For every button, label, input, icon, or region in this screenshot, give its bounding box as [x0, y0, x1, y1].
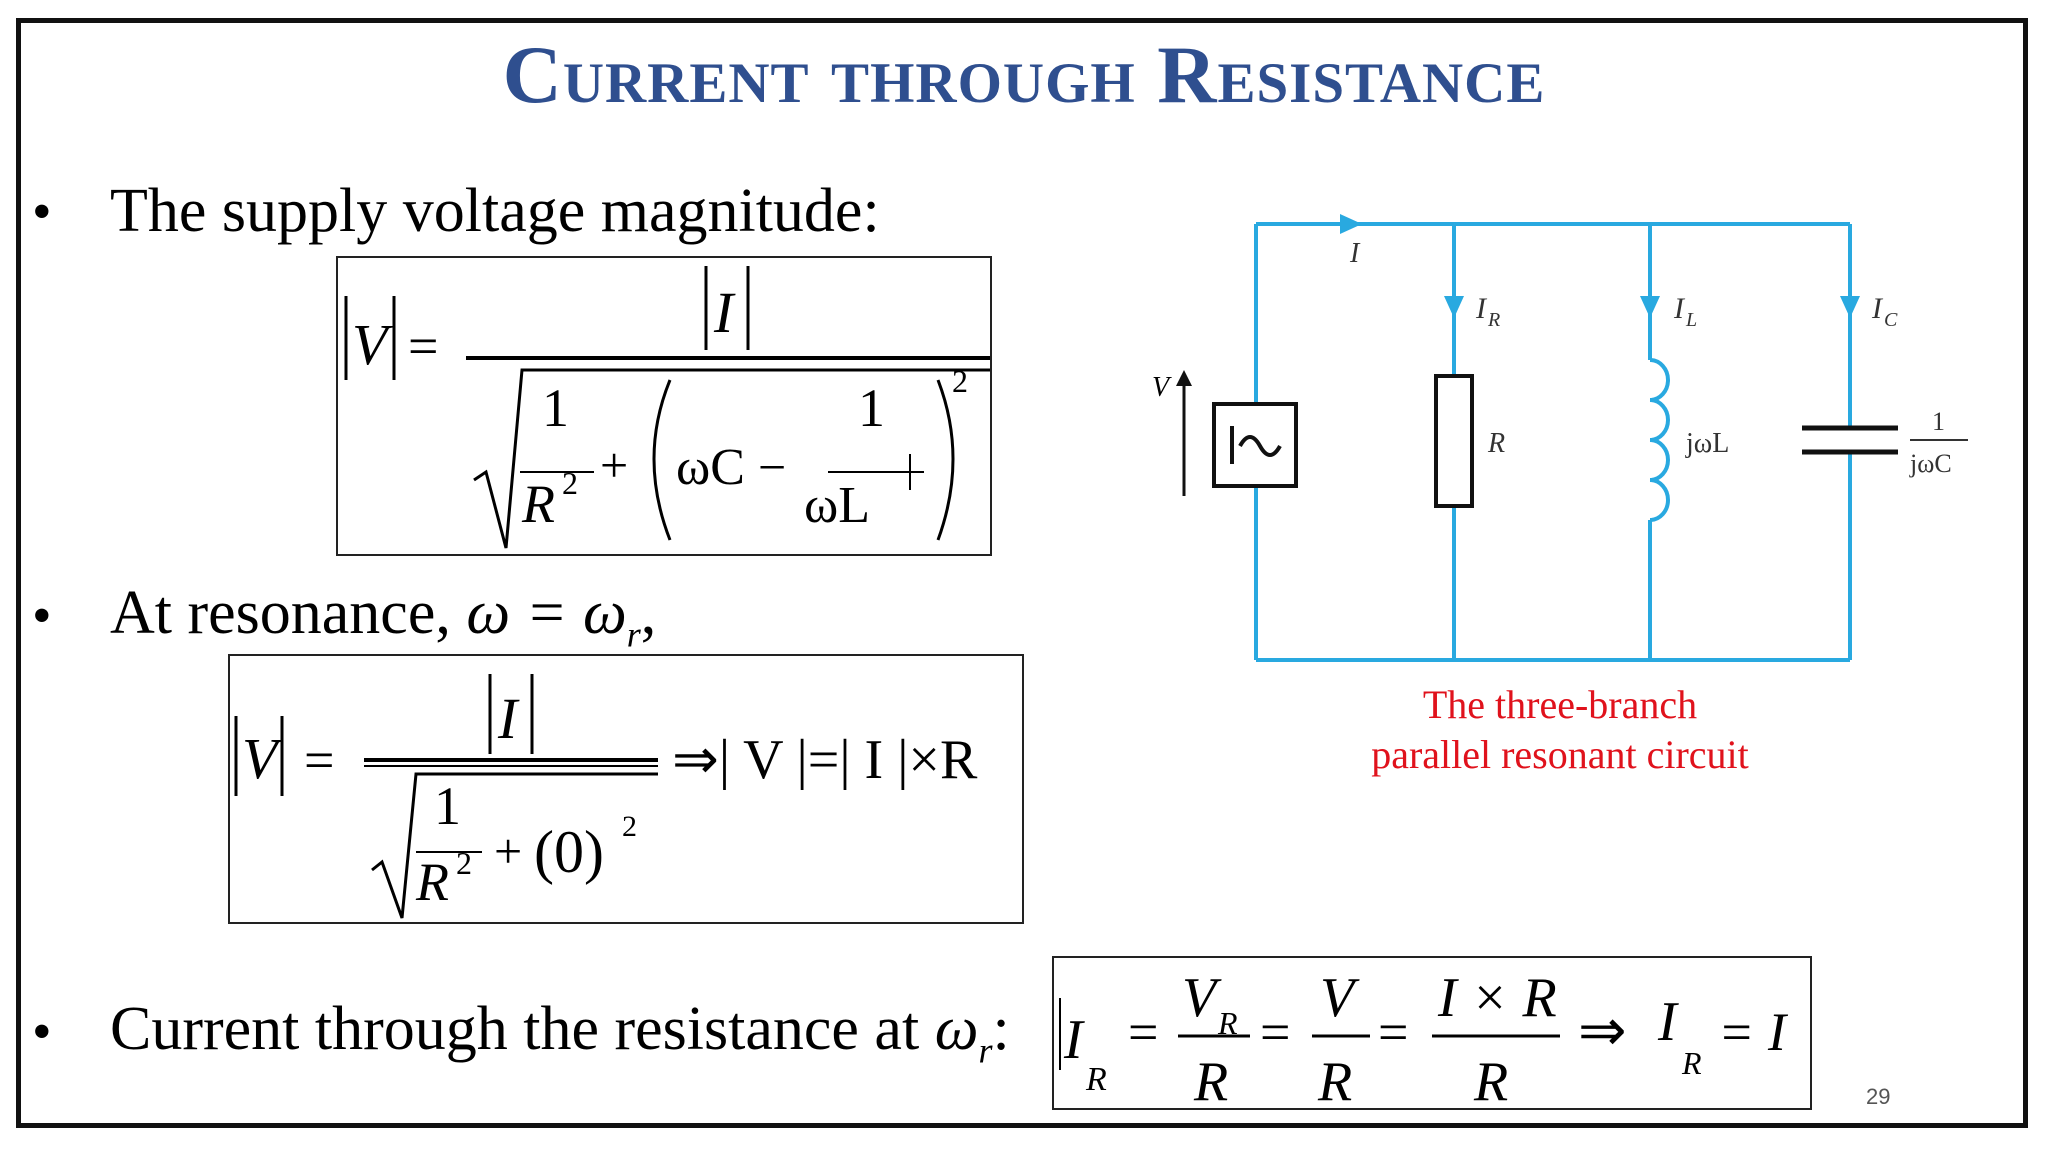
- eq2-squared: 2: [622, 810, 637, 843]
- label-ir-sub: R: [1487, 309, 1500, 331]
- label-r: R: [1487, 428, 1505, 459]
- bullet-3-text: Current through the resistance at ωr:: [110, 998, 1010, 1068]
- label-il-sub: L: [1685, 309, 1697, 331]
- bullet-2-text: At resonance, ω = ωr,: [110, 582, 656, 652]
- bullet-3-math: ω: [934, 995, 979, 1063]
- eq3-den-1: R: [1193, 1051, 1228, 1112]
- inductor-icon: [1649, 358, 1670, 522]
- eq3-r-sub-2: R: [1681, 1045, 1702, 1081]
- equation-2-svg: V = I 1 R 2 + (0) 2 ⇒| V |=| I |×R: [234, 674, 978, 919]
- eq2-r2-exp: 2: [456, 845, 472, 881]
- eq1-minus: −: [758, 439, 786, 495]
- eq3-eq-end: = I: [1718, 1002, 1789, 1062]
- eq3-v: V: [1320, 967, 1360, 1029]
- eq1-equals: =: [408, 316, 438, 376]
- eq3-vr-sub: R: [1217, 1005, 1238, 1041]
- equation-box-resonance: V = I 1 R 2 + (0) 2 ⇒| V |=| I |×R: [228, 654, 1024, 924]
- eq2-lhs: V: [242, 726, 284, 791]
- slide-title: Current through Resistance: [502, 29, 1546, 120]
- eq1-lhs: V: [352, 312, 394, 377]
- eq2-equals: =: [304, 730, 334, 790]
- label-ir: I: [1475, 292, 1488, 325]
- eq2-result: ⇒| V |=| I |×R: [672, 729, 978, 791]
- bullet-2-suffix: ,: [640, 579, 657, 647]
- eq1-r2-base: R: [521, 474, 555, 534]
- eq1-r2-exp: 2: [562, 465, 578, 501]
- label-ic: I: [1871, 292, 1884, 325]
- eq3-i: I: [1063, 1009, 1085, 1071]
- eq1-one-a: 1: [542, 378, 569, 438]
- eq1-omega-c: ωC: [676, 439, 745, 496]
- bullet-dot-3: •: [32, 1001, 52, 1063]
- current-arrows: [1340, 214, 1860, 318]
- slide-frame: [16, 18, 2028, 1128]
- bullet-3-suffix: :: [992, 995, 1010, 1063]
- label-v: V: [1152, 372, 1172, 403]
- resistor-icon: [1434, 374, 1474, 508]
- eq2-plus: +: [494, 823, 522, 879]
- eq3-vr-v: V: [1182, 967, 1222, 1029]
- bullet-3-prefix: Current through the resistance at: [110, 995, 935, 1063]
- eq3-r-sub: R: [1085, 1061, 1107, 1098]
- bullet-dot-1: •: [32, 181, 52, 243]
- eq3-eq-2: =: [1260, 1002, 1290, 1062]
- equation-3-svg: I R = V R R = V R = I × R R ⇒ I R = I: [1059, 967, 1789, 1112]
- eq1-squared: 2: [952, 363, 968, 399]
- eq3-ir: I × R: [1437, 967, 1557, 1029]
- label-jwl: jωL: [1685, 428, 1729, 459]
- eq3-eq-3: =: [1378, 1002, 1408, 1062]
- page-number: 29: [1866, 1084, 1891, 1109]
- bullet-2-math: ω = ω: [466, 579, 627, 647]
- eq1-numerator: I: [713, 280, 736, 345]
- label-ic-sub: C: [1884, 309, 1898, 331]
- bullet-2-prefix: At resonance,: [110, 579, 467, 647]
- circuit-caption-line-1: The three-branch: [1422, 682, 1698, 727]
- eq3-arrow: ⇒: [1578, 998, 1627, 1063]
- label-il: I: [1673, 292, 1686, 325]
- circuit-wires: [1254, 222, 1852, 662]
- eq1-omega-l: ωL: [804, 477, 870, 534]
- ac-source-icon: [1212, 402, 1298, 488]
- parallel-resonant-circuit-diagram: V I I R I L I C R jωL 1 jωC: [1152, 214, 1968, 662]
- capacitor-icon: [1802, 425, 1898, 455]
- label-cap-num: 1: [1932, 407, 1945, 436]
- eq3-i-2: I: [1657, 991, 1679, 1053]
- bullet-2-sub: r: [626, 614, 641, 655]
- circuit-caption-line-2: parallel resonant circuit: [1371, 732, 1749, 777]
- eq3-eq-1: =: [1128, 1002, 1158, 1062]
- equation-1-svg: V = I 1 R 2 + ωC − 1 ωL 2: [344, 266, 990, 549]
- eq3-den-2: R: [1317, 1051, 1352, 1112]
- eq3-den-3: R: [1473, 1051, 1508, 1112]
- eq1-plus: +: [600, 437, 628, 493]
- eq2-one: 1: [434, 776, 461, 836]
- bullet-3-sub: r: [978, 1030, 993, 1071]
- bullet-dot-2: •: [32, 585, 52, 647]
- equation-box-resistance-current: I R = V R R = V R = I × R R ⇒ I R = I: [1052, 956, 1812, 1112]
- bullet-1-text: The supply voltage magnitude:: [110, 177, 880, 245]
- label-i: I: [1349, 238, 1361, 269]
- eq2-numerator: I: [497, 686, 520, 751]
- eq2-r2-base: R: [415, 852, 449, 912]
- eq2-zero: (0): [534, 819, 604, 885]
- eq1-one-b: 1: [858, 378, 885, 438]
- label-cap-den: jωC: [1909, 449, 1952, 478]
- equation-box-supply-voltage: V = I 1 R 2 + ωC − 1 ωL 2: [336, 256, 992, 556]
